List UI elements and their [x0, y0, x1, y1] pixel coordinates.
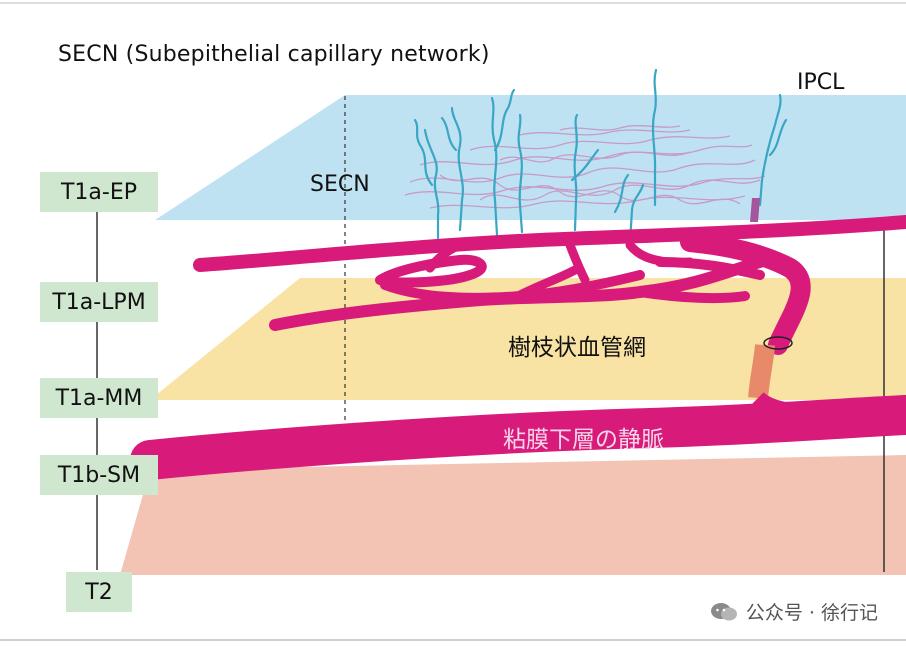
dendritic-vessel-network [193, 215, 906, 355]
dendritic-network-label: 樹枝状血管網 [508, 335, 646, 361]
ipcl-label: IPCL [797, 70, 845, 95]
watermark: 公众号 · 徐行记 [710, 598, 878, 625]
layer-tag-t1a-mm: T1a-MM [40, 378, 158, 418]
layer-tag-t1a-lpm: T1a-LPM [40, 282, 158, 322]
submucosal-vein [130, 395, 906, 480]
secn-capillary-mesh [404, 125, 766, 209]
layer-tag-t1a-ep: T1a-EP [40, 172, 158, 212]
secn-label: SECN [310, 172, 370, 197]
perforating-vessel [748, 344, 775, 399]
perforation-ring [763, 336, 793, 350]
layer-tag-t1b-sm: T1b-SM [40, 455, 158, 495]
layer-tag-t2: T2 [66, 572, 132, 612]
submucosal-vein-label: 粘膜下層の静脈 [503, 427, 664, 453]
submucosa-plane [120, 455, 906, 575]
diagram-title: SECN (Subepithelial capillary network) [58, 42, 490, 67]
wechat-icon [710, 602, 737, 620]
watermark-text: 公众号 · 徐行记 [745, 602, 878, 624]
ipcl-loops [413, 68, 788, 244]
ipcl-stub [750, 198, 760, 222]
